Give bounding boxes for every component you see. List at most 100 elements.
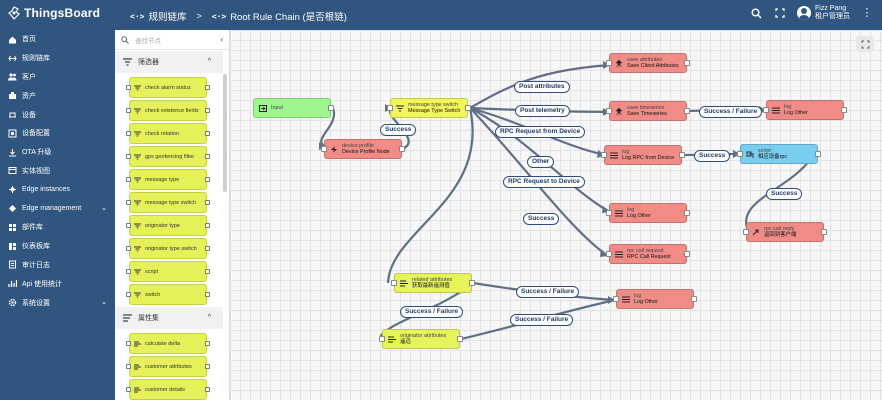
section-header-enrichment[interactable]: 属性集 ^ <box>115 307 223 329</box>
node-input[interactable]: Input <box>253 98 334 118</box>
library-node-check-existence-fields[interactable]: check existence fields <box>126 100 210 121</box>
input-port[interactable] <box>606 251 612 257</box>
input-port[interactable] <box>391 280 397 286</box>
edge-label-post-telemetry[interactable]: Post telemetry <box>515 105 570 117</box>
output-port[interactable] <box>691 296 697 302</box>
chevron-down-icon[interactable]: ⌄ <box>101 205 107 213</box>
search-input[interactable]: 查找节点 <box>135 37 161 45</box>
input-port[interactable] <box>387 105 393 111</box>
sidebar-item-ota-升级[interactable]: OTA 升级 <box>0 143 115 162</box>
section-header-filters[interactable]: 筛选器 ^ <box>115 51 223 73</box>
output-port[interactable] <box>684 251 690 257</box>
edge-label-success-failure[interactable]: Success / Failure <box>510 314 574 326</box>
input-port[interactable] <box>743 229 749 235</box>
sidebar-item-设备[interactable]: 设备 <box>0 105 115 124</box>
sidebar-item-实体视图[interactable]: 实体视图 <box>0 162 115 181</box>
input-port[interactable] <box>763 107 769 113</box>
sidebar-item-仪表板库[interactable]: 仪表板库 <box>0 237 115 256</box>
edge-label-success-failure[interactable]: Success / Failure <box>400 306 464 318</box>
sidebar-item-edge-management[interactable]: Edge management⌄ <box>0 199 115 218</box>
output-port[interactable] <box>328 105 334 111</box>
breadcrumb-item-rule-chains[interactable]: <·> 规则链库 <box>130 9 186 24</box>
input-port[interactable] <box>321 146 327 152</box>
edge-label-post-attributes[interactable]: Post attributes <box>514 81 570 93</box>
library-node-check-alarm-status[interactable]: check alarm status <box>126 77 210 98</box>
sidebar-item-系统设置[interactable]: 系统设置⌄ <box>0 293 115 312</box>
sidebar-item-api-使用统计[interactable]: Api 使用统计 <box>0 274 115 293</box>
edge-label-rpc-to-device[interactable]: RPC Request to Device <box>503 176 585 188</box>
sidebar-item-审计日志[interactable]: 审计日志 <box>0 256 115 275</box>
library-node-customer-attributes[interactable]: customer attributes <box>126 356 210 377</box>
edge-label-success[interactable]: Success <box>523 213 560 225</box>
sidebar-item-资产[interactable]: 资产 <box>0 86 115 105</box>
chevron-up-icon[interactable]: ^ <box>207 314 211 321</box>
output-port[interactable] <box>841 107 847 113</box>
library-node-customer-details[interactable]: customer details <box>126 379 210 400</box>
library-node-switch[interactable]: switch <box>126 284 210 305</box>
library-node-message-type[interactable]: message type <box>126 169 210 190</box>
input-port[interactable] <box>379 336 385 342</box>
output-port[interactable] <box>821 229 827 235</box>
library-node-originator-type[interactable]: originator type <box>126 215 210 236</box>
library-node-originator-type-switch[interactable]: originator type switch <box>126 238 210 259</box>
output-port[interactable] <box>684 108 690 114</box>
edge-label-success-failure[interactable]: Success / Failure <box>699 106 763 118</box>
input-port[interactable] <box>606 60 612 66</box>
library-node-message-type-switch[interactable]: message type switch <box>126 192 210 213</box>
node-search[interactable]: 查找节点 ‹ <box>115 30 229 50</box>
library-node-calculate-delta[interactable]: calculate delta <box>126 333 210 354</box>
output-port[interactable] <box>815 151 821 157</box>
output-port[interactable] <box>684 60 690 66</box>
edge-label-success[interactable]: Success <box>766 188 803 200</box>
library-node-check-relation[interactable]: check relation <box>126 123 210 144</box>
chevron-up-icon[interactable]: ^ <box>207 58 211 65</box>
input-port[interactable] <box>613 296 619 302</box>
output-port[interactable] <box>457 336 463 342</box>
input-port[interactable] <box>601 152 607 158</box>
input-port[interactable] <box>606 108 612 114</box>
library-node-script[interactable]: script <box>126 261 210 282</box>
output-port[interactable] <box>469 280 475 286</box>
collapse-panel-icon[interactable]: ‹ <box>220 35 223 44</box>
logo[interactable]: ThingsBoard <box>8 6 100 20</box>
sidebar-item-首页[interactable]: 首页 <box>0 30 115 49</box>
sidebar-item-设备配置[interactable]: 设备配置 <box>0 124 115 143</box>
input-port[interactable] <box>606 210 612 216</box>
edge-label-success[interactable]: Success <box>380 124 417 136</box>
chevron-down-icon[interactable]: ⌄ <box>101 299 107 307</box>
search-icon[interactable] <box>749 6 763 20</box>
edge-label-other[interactable]: Other <box>527 156 555 168</box>
output-port[interactable] <box>679 152 685 158</box>
canvas-fullscreen-button[interactable] <box>856 36 874 52</box>
library-node-gps-geofencing-filter[interactable]: gps geofencing filter <box>126 146 210 167</box>
edge-label-success[interactable]: Success <box>694 150 731 162</box>
output-port[interactable] <box>399 146 405 152</box>
sidebar-item-edge-instances[interactable]: Edge instances <box>0 180 115 199</box>
user-menu[interactable]: Fizz Pang 租户管理员 <box>797 5 850 21</box>
edge-label-success-failure[interactable]: Success / Failure <box>516 286 580 298</box>
edge-label-rpc-from-device[interactable]: RPC Request from Device <box>495 126 586 138</box>
more-vert-icon[interactable]: ⋮ <box>861 6 873 19</box>
output-port[interactable] <box>465 105 471 111</box>
input-port[interactable] <box>737 151 743 157</box>
sidebar-item-规则链库[interactable]: 规则链库 <box>0 49 115 68</box>
fullscreen-icon[interactable] <box>773 6 787 20</box>
sidebar-item-部件库[interactable]: 部件库 <box>0 218 115 237</box>
sidebar-item-客户[interactable]: 客户 <box>0 68 115 87</box>
scrollbar[interactable] <box>223 74 227 192</box>
output-port[interactable] <box>684 210 690 216</box>
